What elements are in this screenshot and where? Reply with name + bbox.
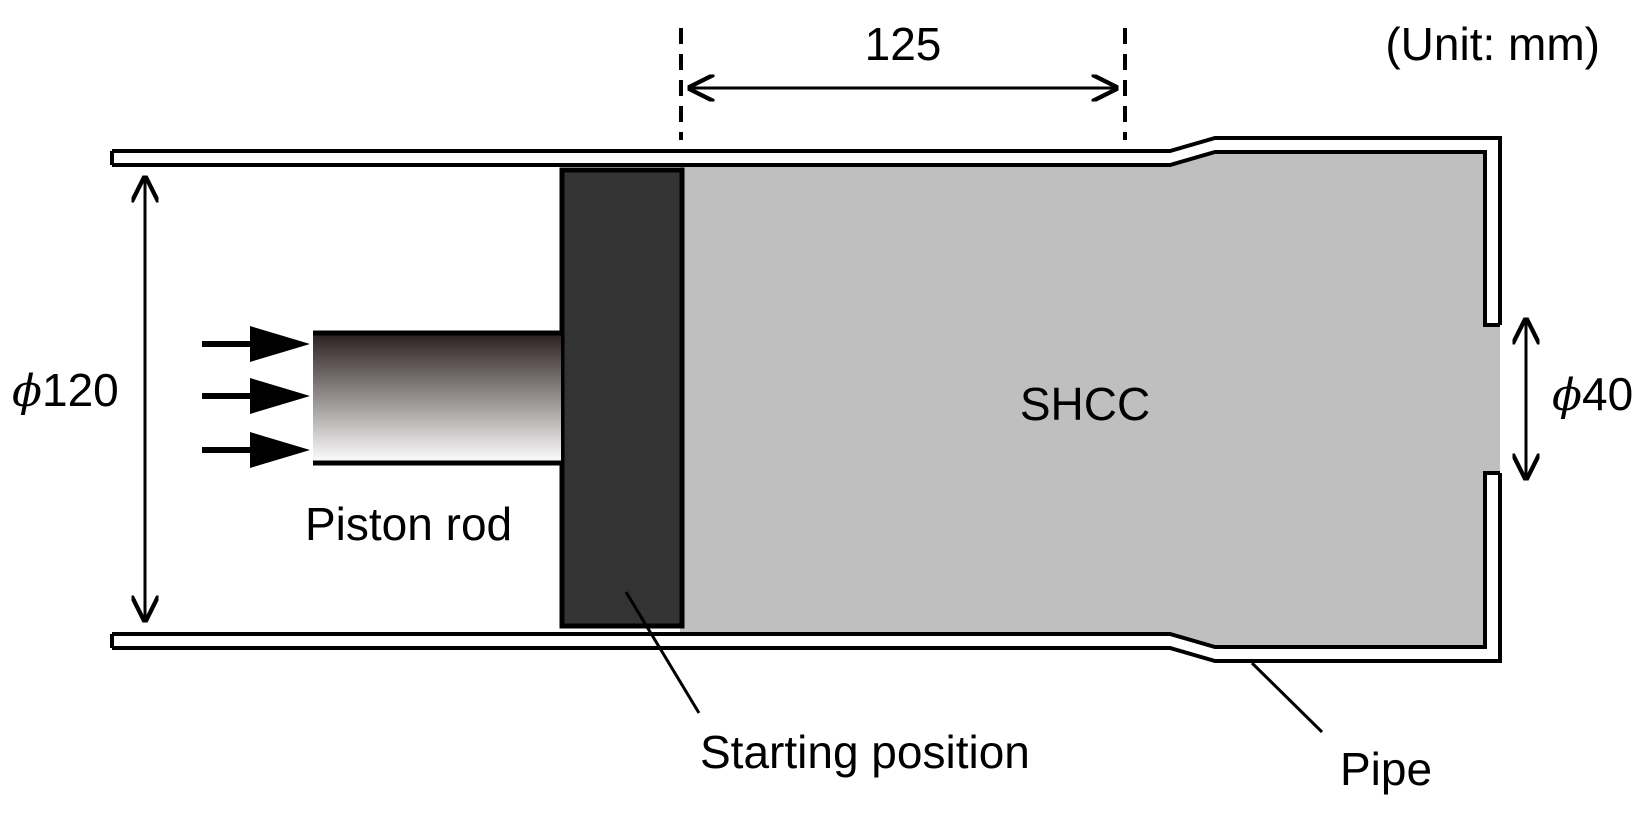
pipe-top-wall [110, 136, 1502, 327]
piston-rod-label: Piston rod [305, 498, 512, 550]
shcc-material [680, 152, 1500, 647]
pipe-diameter-label: ϕ120 [12, 364, 119, 417]
stroke-dimension [679, 28, 1127, 140]
phi-symbol: ϕ [1552, 370, 1582, 421]
shcc-label: SHCC [1020, 378, 1150, 430]
force-arrow [202, 378, 310, 414]
starting-position-leader [624, 591, 701, 714]
force-arrows [202, 326, 310, 468]
outlet-diameter-value: 40 [1582, 368, 1633, 420]
unit-note: (Unit: mm) [1385, 18, 1600, 70]
force-arrow [202, 432, 310, 468]
pipe-label: Pipe [1340, 743, 1432, 795]
starting-position-label: Starting position [700, 726, 1030, 778]
dimension-stroke-label: 125 [865, 18, 942, 70]
pipe-leader [1250, 661, 1324, 734]
piston-rod [313, 333, 561, 463]
force-arrow [202, 326, 310, 362]
piston-head [559, 167, 685, 629]
phi-symbol: ϕ [12, 366, 42, 417]
pipe-diameter-value: 120 [42, 364, 119, 416]
pipe-bottom-wall [110, 471, 1502, 663]
outlet-diameter-label: ϕ40 [1552, 368, 1633, 421]
